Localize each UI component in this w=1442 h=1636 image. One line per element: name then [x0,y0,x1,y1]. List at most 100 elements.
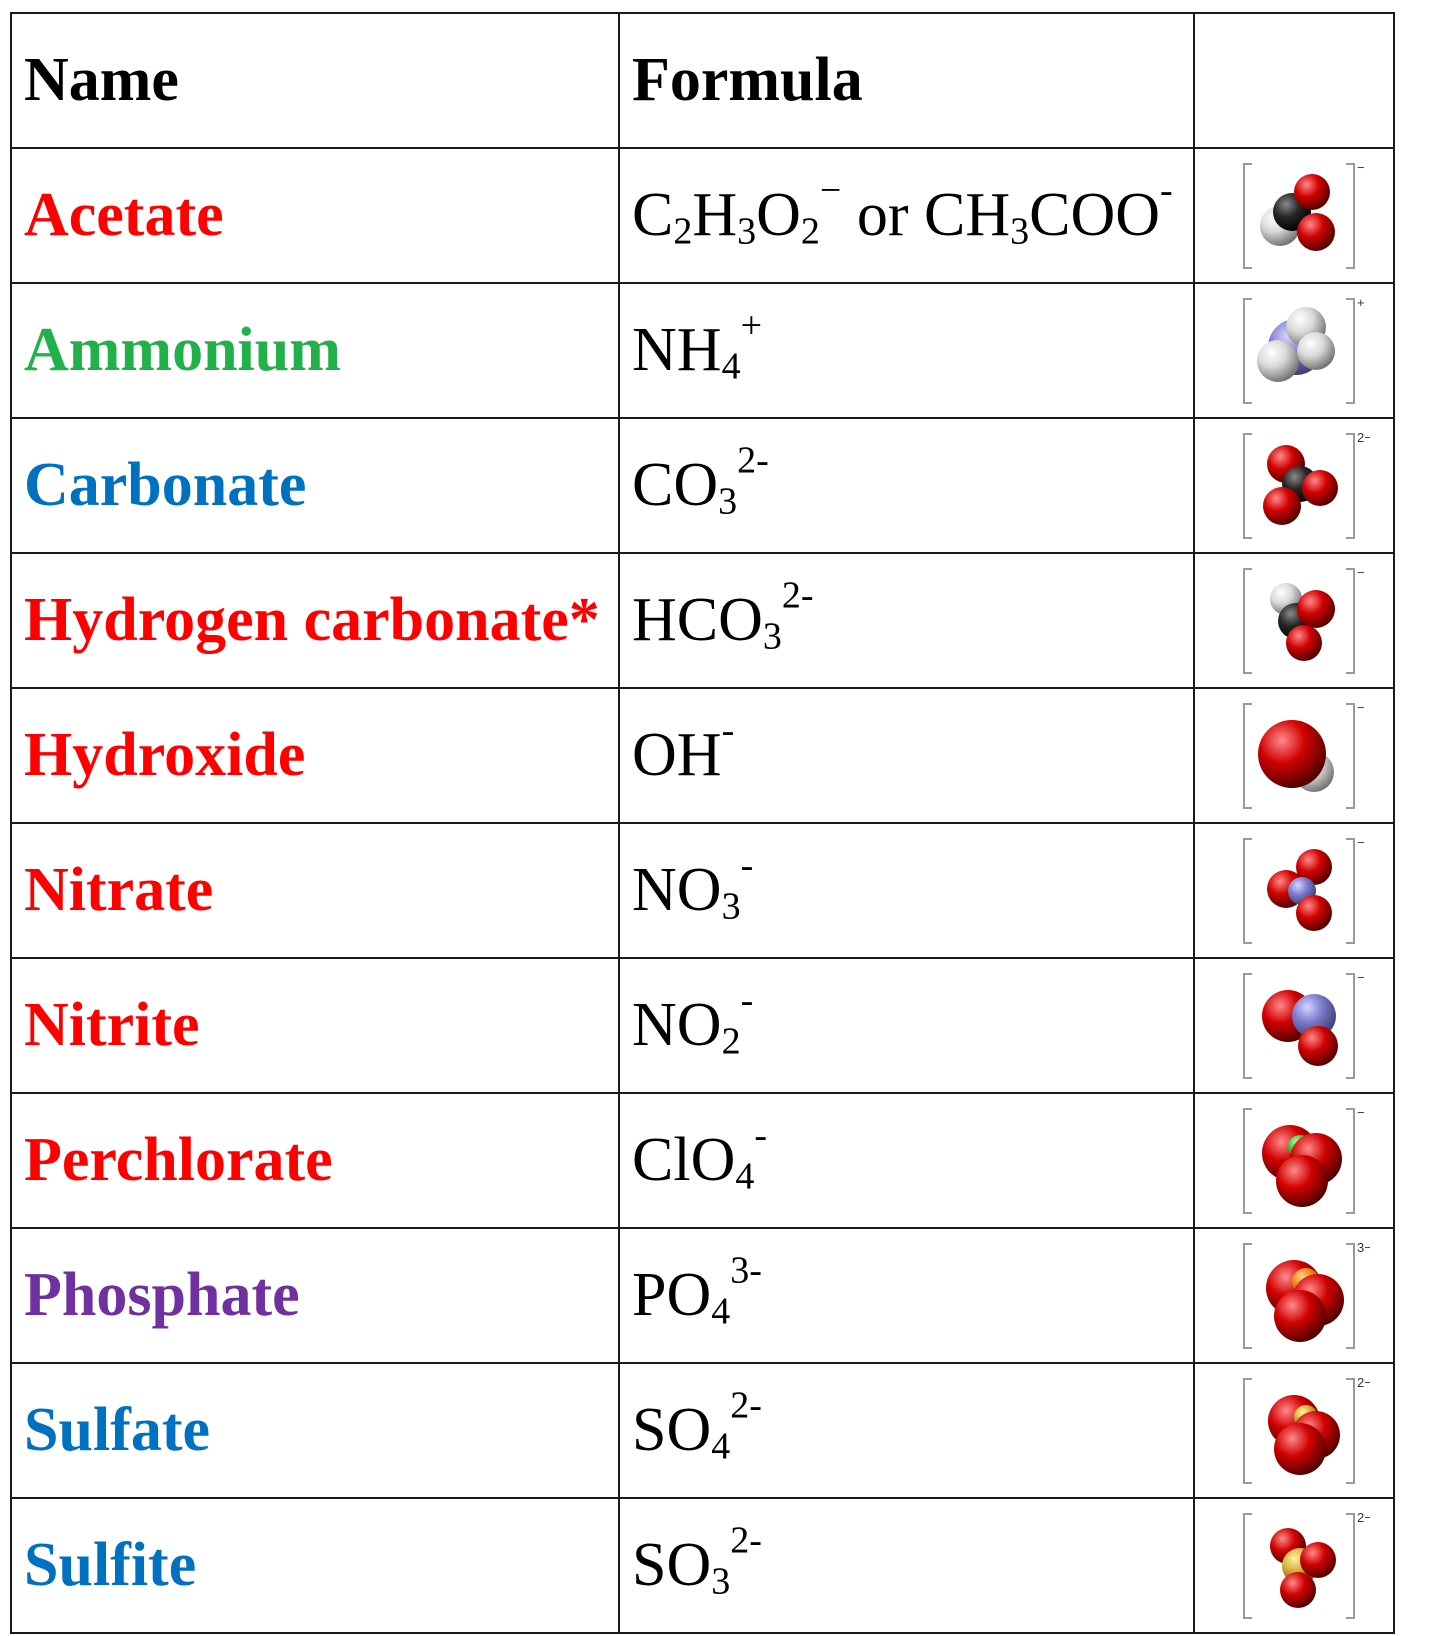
red-atom-sphere [1274,1422,1326,1475]
ion-name: Phosphate [10,1227,620,1364]
model-charge-label: 3− [1357,1240,1370,1255]
model-charge-label: 2− [1357,1510,1370,1525]
red-atom-sphere [1297,589,1335,628]
molecule-model-icon: − [1243,160,1365,269]
molecule-model-icon: 2− [1243,430,1370,539]
formula-charge: - [721,709,735,752]
model-charge-label: − [1357,1105,1365,1120]
formula-text: NO [632,991,722,1059]
formula-text: NH [632,316,722,384]
red-atom-sphere [1296,848,1332,885]
space-filling-model: 2− [1193,417,1395,554]
formula-charge: 2- [737,439,769,482]
formula-charge: - [1160,169,1173,212]
red-atom-sphere [1302,469,1338,506]
formula-subscript: 2 [721,1020,741,1063]
formula-charge: 2- [730,1519,762,1562]
formula-text: SO [632,1396,712,1464]
formula-charge: 2- [730,1384,762,1427]
ion-formula: SO32- [618,1497,1195,1634]
red-atom-sphere [1263,486,1301,525]
red-atom-sphere [1276,1154,1328,1207]
model-charge-label: − [1357,160,1365,175]
red-atom-sphere [1300,1541,1336,1578]
blue-violet-atom-sphere [1292,993,1336,1038]
molecule-model-icon: − [1243,565,1365,674]
formula-subscript: 4 [735,1155,755,1198]
bracket-icon [1243,1107,1355,1214]
bracket-icon [1243,162,1355,269]
space-filling-model: 2− [1193,1497,1395,1634]
model-charge-label: − [1357,835,1365,850]
formula-subscript: 3 [718,480,738,523]
ion-name: Carbonate [10,417,620,554]
formula-text: CO [632,451,719,519]
bracket-icon [1243,972,1355,1079]
model-charge-label: 2− [1357,430,1370,445]
bracket-icon [1243,567,1355,674]
space-filling-model: − [1193,1092,1395,1229]
ion-formula: HCO32- [618,552,1195,689]
space-filling-model: − [1193,552,1395,689]
formula-charge: + [740,304,762,347]
formula-text: or CH [841,181,1011,249]
space-filling-model: − [1193,687,1395,824]
ion-formula: NO2- [618,957,1195,1094]
formula-subscript: 4 [711,1425,731,1468]
formula-subscript: 3 [711,1560,731,1603]
molecule-model-icon: 2− [1243,1510,1370,1619]
ion-name: Acetate [10,147,620,284]
red-atom-sphere [1274,1289,1326,1342]
formula-subscript: 3 [721,885,741,928]
space-filling-model: 2− [1193,1362,1395,1499]
ion-name: Hydroxide [10,687,620,824]
formula-charge: - [740,844,754,887]
bracket-icon [1243,1242,1355,1349]
formula-charge: 2- [781,574,814,617]
model-charge-label: − [1357,700,1365,715]
formula-text: O [756,181,801,249]
molecule-model-icon: + [1243,295,1365,404]
header-formula: Formula [618,12,1195,149]
molecule-model-icon: − [1243,970,1365,1079]
molecule-model-icon: − [1243,835,1365,944]
space-filling-model: − [1193,822,1395,959]
header-model [1193,12,1395,149]
ion-formula: ClO4- [618,1092,1195,1229]
header-name: Name [10,12,620,149]
formula-text: PO [632,1261,712,1329]
red-atom-sphere [1294,173,1330,210]
model-charge-label: + [1357,295,1365,310]
molecule-model-icon: − [1243,700,1365,809]
formula-subscript: 4 [711,1290,731,1333]
red-atom-sphere [1280,1571,1316,1608]
formula-subscript: 3 [1010,210,1030,253]
bracket-icon [1243,1377,1355,1484]
formula-charge: - [754,1114,768,1157]
ion-formula: OH- [618,687,1195,824]
space-filling-model: + [1193,282,1395,419]
bracket-icon [1243,297,1355,404]
formula-text: OH [632,721,722,789]
space-filling-model: 3− [1193,1227,1395,1364]
model-charge-label: − [1357,565,1365,580]
formula-text: C [632,181,674,249]
bracket-icon [1243,1512,1355,1619]
header-row: Name Formula [10,12,1395,149]
formula-text: H [692,181,738,249]
table-row: Hydrogen carbonate*HCO32-− [10,552,1395,689]
ion-name: Ammonium [10,282,620,419]
formula-text: HCO [632,586,763,654]
red-atom-sphere [1298,1025,1338,1066]
formula-subscript: 3 [737,210,757,253]
